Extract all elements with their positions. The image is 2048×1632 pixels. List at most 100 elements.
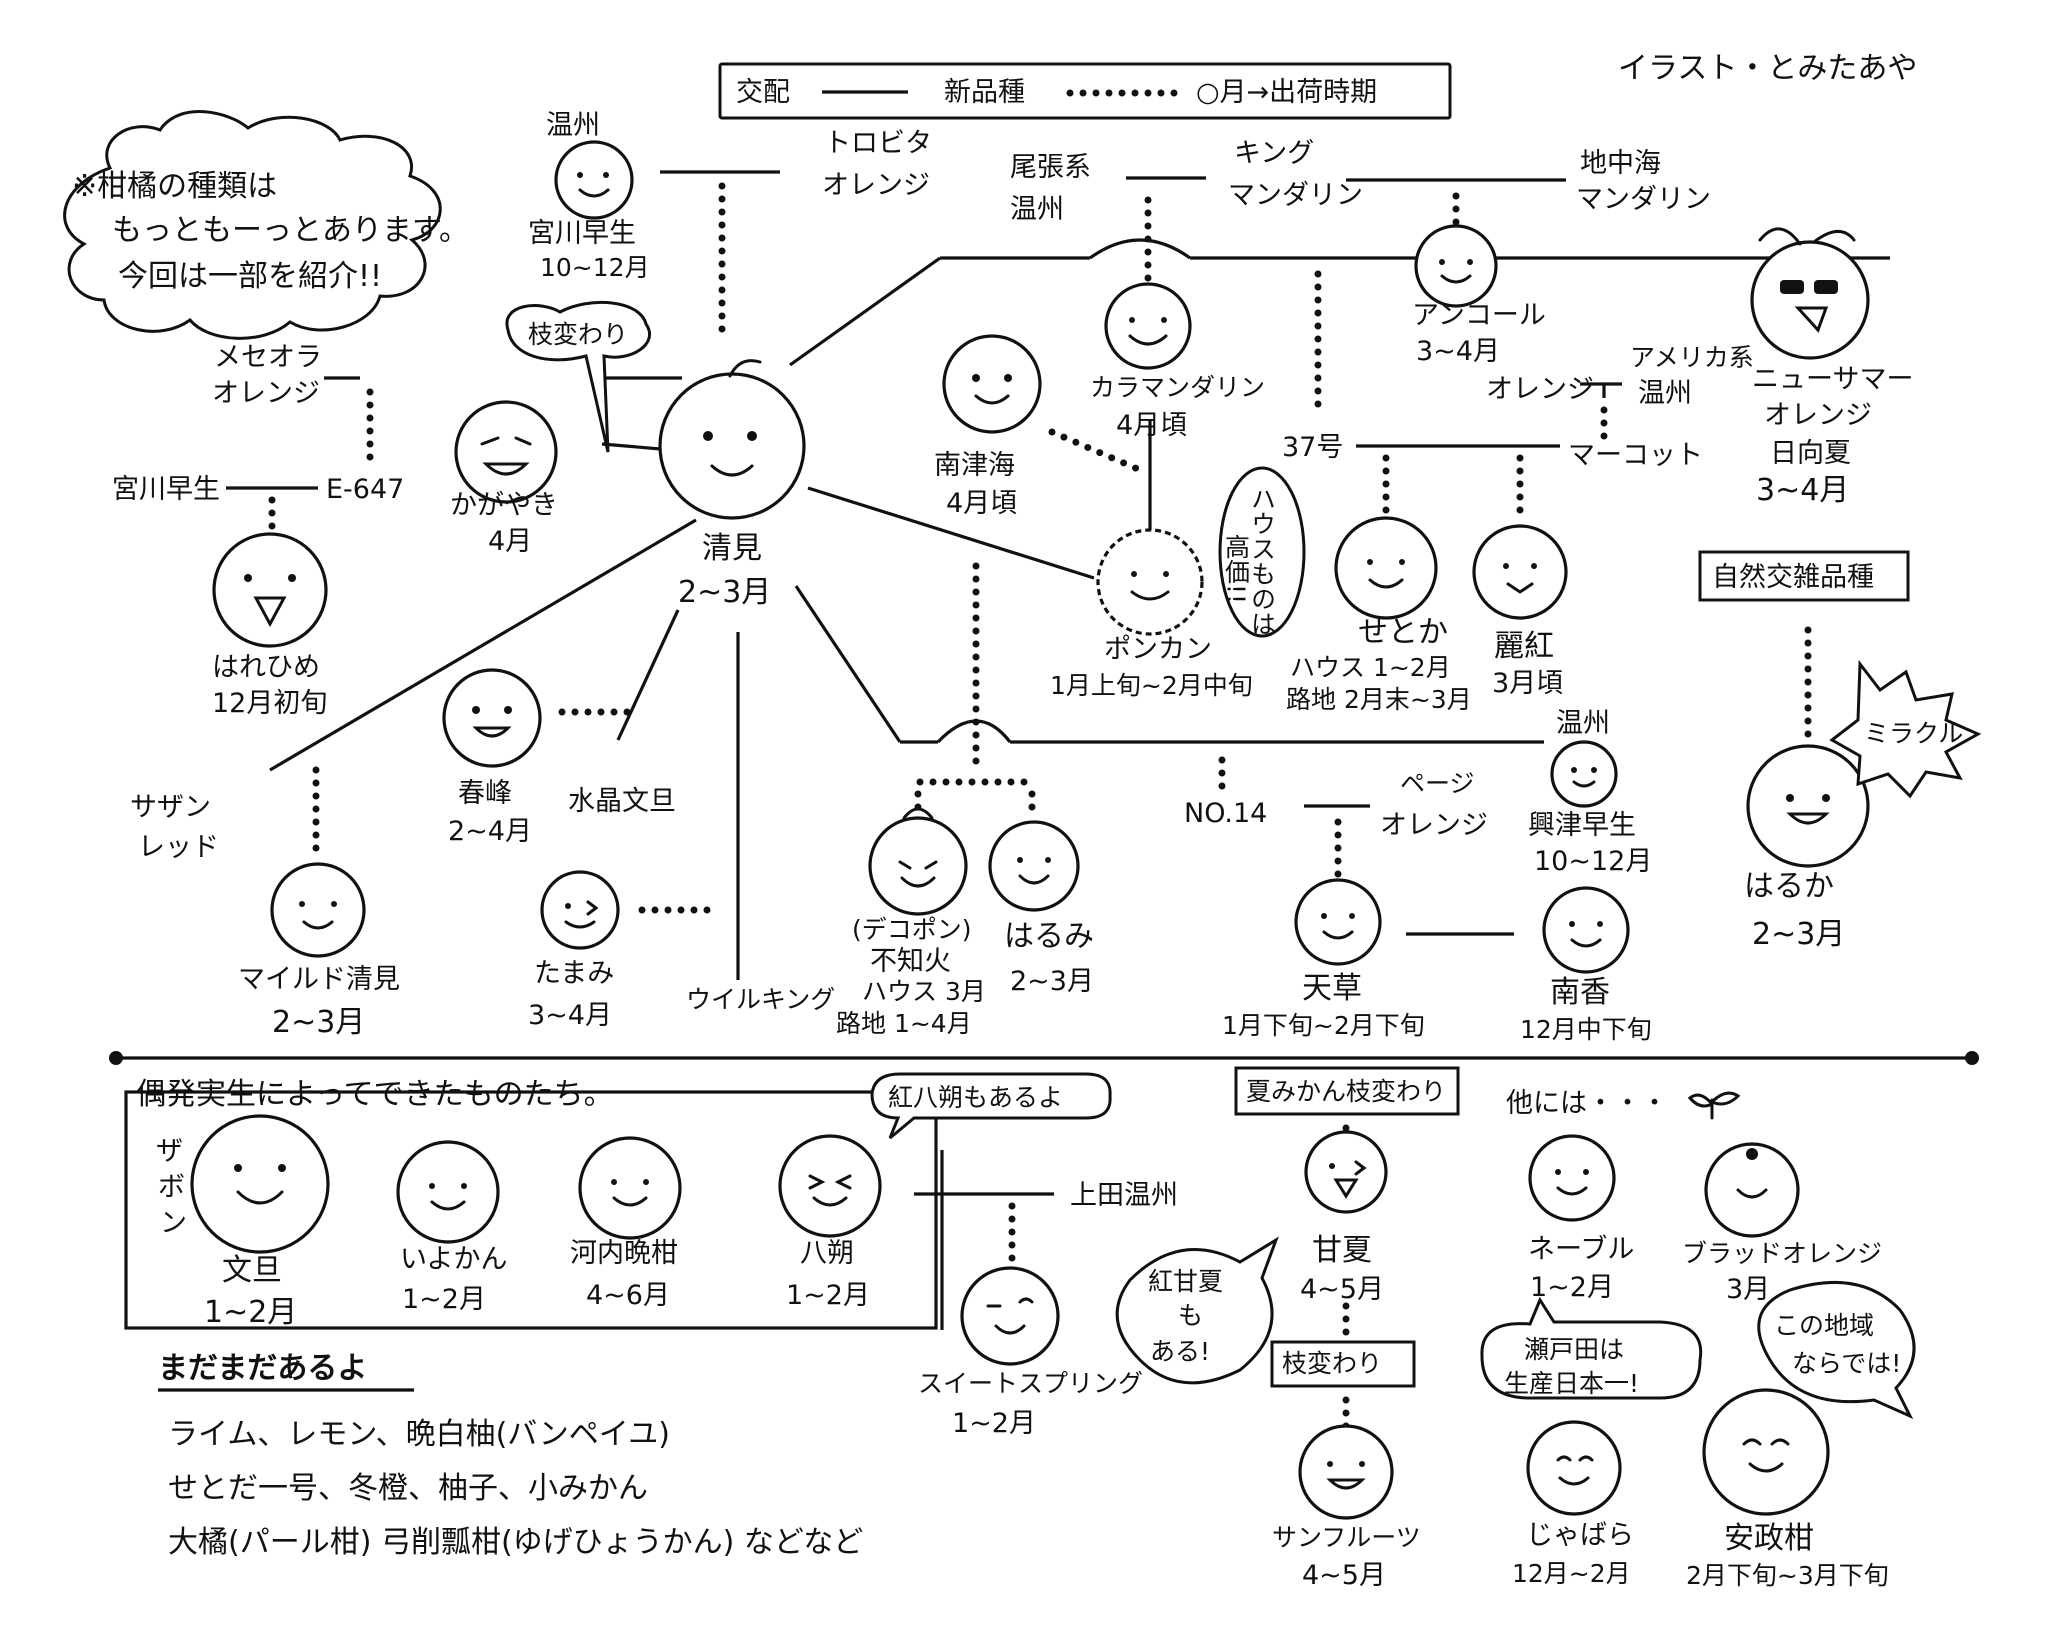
illustration-credit: イラスト・とみたあや <box>1618 51 1917 86</box>
beni-hassaku-callout: 紅八朔もあるよ <box>888 1083 1063 1112</box>
setoda-line-1: 瀬戸田は <box>1524 1335 1624 1364</box>
buntan-month: 1~2月 <box>204 1295 297 1330</box>
blood-month: 3月 <box>1726 1274 1770 1305</box>
blood-orange-fruit-icon <box>1704 1142 1800 1238</box>
sun-month: 4~5月 <box>1302 1560 1386 1591</box>
kara-month: 4月頃 <box>1116 410 1187 441</box>
note-line-1: ※柑橘の種類は <box>72 169 277 204</box>
jabara-fruit-icon <box>1526 1420 1622 1516</box>
minamitsumi-month: 4月頃 <box>946 488 1017 519</box>
iyokan-month: 1~2月 <box>402 1284 486 1315</box>
setoka-house: ハウス 1~2月 <box>1290 653 1451 682</box>
sunfruits-label: サンフルーツ <box>1272 1523 1421 1552</box>
harehime-month: 12月初旬 <box>212 688 327 719</box>
beni-amanatsu-line-2: も <box>1178 1301 1203 1330</box>
shunpou-month: 2~4月 <box>448 816 532 847</box>
minamitsumi-fruit-icon <box>942 334 1042 434</box>
setoda-line-2: 生産日本一! <box>1504 1369 1639 1398</box>
page-label-1: ページ <box>1400 769 1475 798</box>
ponkan-label: ポンカン <box>1104 634 1212 665</box>
miracle-callout: ミラクル <box>1864 719 1963 748</box>
hokaniwa-label: 他には・・・ <box>1506 1088 1668 1119</box>
madamada-title: まだまだあるよ <box>158 1351 367 1386</box>
amakusa-label: 天草 <box>1302 971 1362 1006</box>
miyagawa-label-2: 宮川早生 <box>112 474 220 505</box>
ansei-fruit-icon <box>1702 1388 1830 1516</box>
mayseola-label-2: オレンジ <box>212 378 320 409</box>
navel-label: ネーブル <box>1528 1234 1634 1265</box>
reikou-label: 麗紅 <box>1494 629 1554 664</box>
eda-gawari-callout: 枝変わり <box>528 320 628 349</box>
harehime-fruit-icon <box>212 532 328 648</box>
eda-gawari-label-2: 枝変わり <box>1282 1349 1382 1378</box>
newsummer-month: 3~4月 <box>1756 473 1849 508</box>
murcott-label: マーコット <box>1568 440 1703 471</box>
e647-label: E-647 <box>326 474 404 505</box>
house-note-line-2: 高価!! <box>1222 534 1251 604</box>
legend-month: ○月→出荷時期 <box>1196 77 1377 108</box>
sweet-spring-label: スイートスプリング <box>918 1369 1143 1398</box>
america-unshu-label-1: アメリカ系 <box>1630 343 1754 372</box>
deko-house: ハウス 3月 <box>862 977 986 1006</box>
hassaku-fruit-icon <box>778 1134 882 1238</box>
owari-label-2: 温州 <box>1010 194 1064 225</box>
zabon-label-1: ザ <box>156 1136 183 1167</box>
amanatsu-month: 4~5月 <box>1300 1274 1384 1305</box>
kagayaki-month: 4月 <box>488 526 532 557</box>
shizen-label: 自然交雑品種 <box>1712 562 1874 593</box>
kawachi-month: 4~6月 <box>586 1280 670 1311</box>
southern-red-label-2: レッド <box>138 832 219 863</box>
beni-amanatsu-line-1: 紅甘夏 <box>1148 1267 1223 1296</box>
shunpou-fruit-icon <box>442 668 542 768</box>
unshu-label-2: 温州 <box>1556 708 1610 739</box>
bottom-section: 偶発実生によってできたものたち。 ザ ボ ン 文旦 1~2月 いよかん 1~2月… <box>136 1077 1889 1591</box>
king-label-2: マンダリン <box>1228 180 1363 211</box>
miyagawa-month: 10~12月 <box>540 253 650 282</box>
newsummer-fruit-icon <box>1750 227 1870 360</box>
harumi-fruit-icon <box>988 820 1080 912</box>
dekopon-fruit-icon <box>868 807 968 916</box>
note-line-3: 今回は一部を紹介!! <box>118 259 382 294</box>
okitsu-label: 興津早生 <box>1528 810 1636 841</box>
blood-label: ブラッドオレンジ <box>1682 1239 1882 1268</box>
trovita-label-1: トロビタ <box>824 128 932 159</box>
more-list-line-2: せとだ一号、冬橙、柚子、小みかん <box>168 1471 648 1506</box>
okitsu-month: 10~12月 <box>1534 846 1652 877</box>
anchor-label: アンコール <box>1412 300 1546 331</box>
variety-labels: 温州 宮川早生 10~12月 トロビタ オレンジ 尾張系 温州 キング マンダリ… <box>112 110 1913 1044</box>
anchor-month: 3~4月 <box>1416 336 1500 367</box>
amanatsu-label: 甘夏 <box>1312 1233 1372 1268</box>
zabon-label-3: ン <box>160 1208 187 1239</box>
legend: 交配 新品種 ○月→出荷時期 <box>718 62 1452 120</box>
kawachi-fruit-icon <box>578 1136 682 1240</box>
shiranuhi-label: 不知火 <box>870 946 951 977</box>
harumi-label: はるみ <box>1004 919 1094 954</box>
chichukai-label-1: 地中海 <box>1580 148 1661 179</box>
haruka-month: 2~3月 <box>1752 917 1845 952</box>
buntan-fruit-icon <box>190 1114 330 1254</box>
setoka-label: せとか <box>1358 615 1448 650</box>
legend-new: 新品種 <box>944 77 1025 108</box>
intro-note: ※柑橘の種類は もっともーっとあります。 今回は一部を紹介!! <box>63 110 469 340</box>
kiyomi-label: 清見 <box>702 531 762 566</box>
nanko-fruit-icon <box>1542 886 1630 974</box>
iyokan-fruit-icon <box>396 1140 500 1244</box>
legend-cross: 交配 <box>736 77 790 108</box>
navel-month: 1~2月 <box>1530 1272 1614 1303</box>
sweet-spring-fruit-icon <box>960 1266 1060 1366</box>
newsummer-label-1: ニューサマー <box>1752 364 1913 395</box>
miyagawa-label: 宮川早生 <box>528 218 636 249</box>
amakusa-month: 1月下旬~2月下旬 <box>1222 1011 1425 1040</box>
jabara-month: 12月~2月 <box>1512 1559 1631 1588</box>
jabara-label: じゃばら <box>1526 1520 1634 1551</box>
unshu-label: 温州 <box>546 110 600 141</box>
haruka-fruit-icon <box>1746 744 1870 868</box>
callouts: 枝変わり ハウスものは 高価!! ミラクル 紅八朔もあるよ 紅甘夏 も ある! … <box>505 300 1982 1420</box>
sunfruits-fruit-icon <box>1298 1424 1394 1520</box>
suishobuntan-label: 水晶文旦 <box>568 786 676 817</box>
deko-roji: 路地 1~4月 <box>836 1009 972 1038</box>
amakusa-fruit-icon <box>1294 878 1382 966</box>
orange-label: オレンジ <box>1486 374 1594 405</box>
ansei-month: 2月下旬~3月下旬 <box>1686 1561 1889 1590</box>
minamitsumi-label: 南津海 <box>934 450 1015 481</box>
